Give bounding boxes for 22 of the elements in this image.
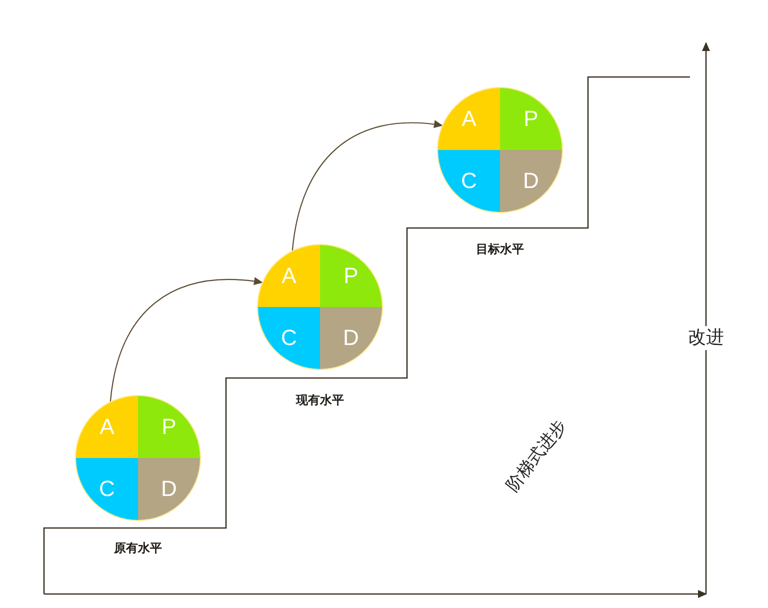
pdca-circle: [257, 244, 383, 370]
quadrant-letter: C: [99, 478, 115, 500]
quadrant-letter: D: [523, 170, 539, 192]
quadrant-letter: P: [162, 416, 176, 438]
quadrant-letter: A: [282, 265, 296, 287]
quadrant-letter: D: [343, 327, 359, 349]
curved-arrow: [110, 278, 263, 402]
quadrant-letter: P: [524, 108, 538, 130]
curved-arrow: [292, 120, 443, 250]
rotated-caption: 阶梯式进步: [502, 416, 572, 496]
level-caption: 现有水平: [296, 393, 344, 408]
quadrant-letter: P: [344, 265, 358, 287]
quadrant-letter: D: [161, 478, 177, 500]
quadrant-letter: A: [462, 108, 476, 130]
level-caption: 原有水平: [114, 541, 162, 556]
pdca-circle: [75, 395, 201, 521]
quadrant-letter: C: [281, 327, 297, 349]
quadrant-letter: A: [100, 416, 114, 438]
axis-label: 改进: [688, 326, 724, 350]
level-caption: 目标水平: [476, 242, 524, 256]
quadrant-letter: C: [461, 170, 477, 192]
pdca-circle: [437, 87, 563, 213]
